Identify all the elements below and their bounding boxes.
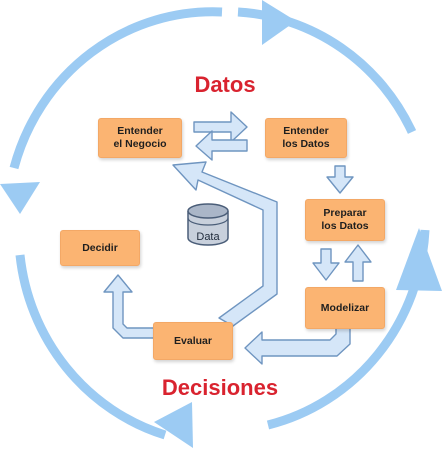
ring-arc-top-left [9, 7, 223, 170]
arrow-datos-to-preparar-icon [326, 165, 354, 194]
arrow-evaluar-to-negocio-icon [172, 161, 278, 327]
ring-arrowhead-bottom-icon [154, 402, 193, 448]
ring-arc-bottom-left [15, 254, 167, 440]
database-label: Data [196, 231, 220, 243]
arrow-datos-to-negocio-icon [195, 130, 248, 161]
step-entender-negocio: Entender el Negocio [98, 118, 182, 158]
ring-arrowhead-right-icon [396, 228, 442, 291]
database-icon [187, 203, 229, 246]
arrow-modelizar-to-evaluar-icon [244, 325, 351, 365]
arrow-evaluar-to-decidir-icon [103, 274, 156, 339]
title-datos: Datos [194, 72, 256, 97]
step-entender-datos: Entender los Datos [265, 118, 347, 158]
ring-arrowhead-left-icon [0, 182, 40, 214]
arrow-modelizar-to-preparar-icon [344, 244, 372, 282]
step-decidir: Decidir [60, 230, 140, 266]
step-modelizar: Modelizar [305, 287, 385, 329]
arrow-preparar-to-modelizar-icon [312, 248, 340, 281]
arrow-negocio-to-datos-icon [193, 111, 248, 143]
title-decisiones: Decisiones [161, 375, 279, 400]
step-preparar-datos: Preparar los Datos [305, 199, 385, 241]
ring-arrowhead-top-icon [262, 0, 296, 45]
step-evaluar: Evaluar [153, 322, 233, 360]
